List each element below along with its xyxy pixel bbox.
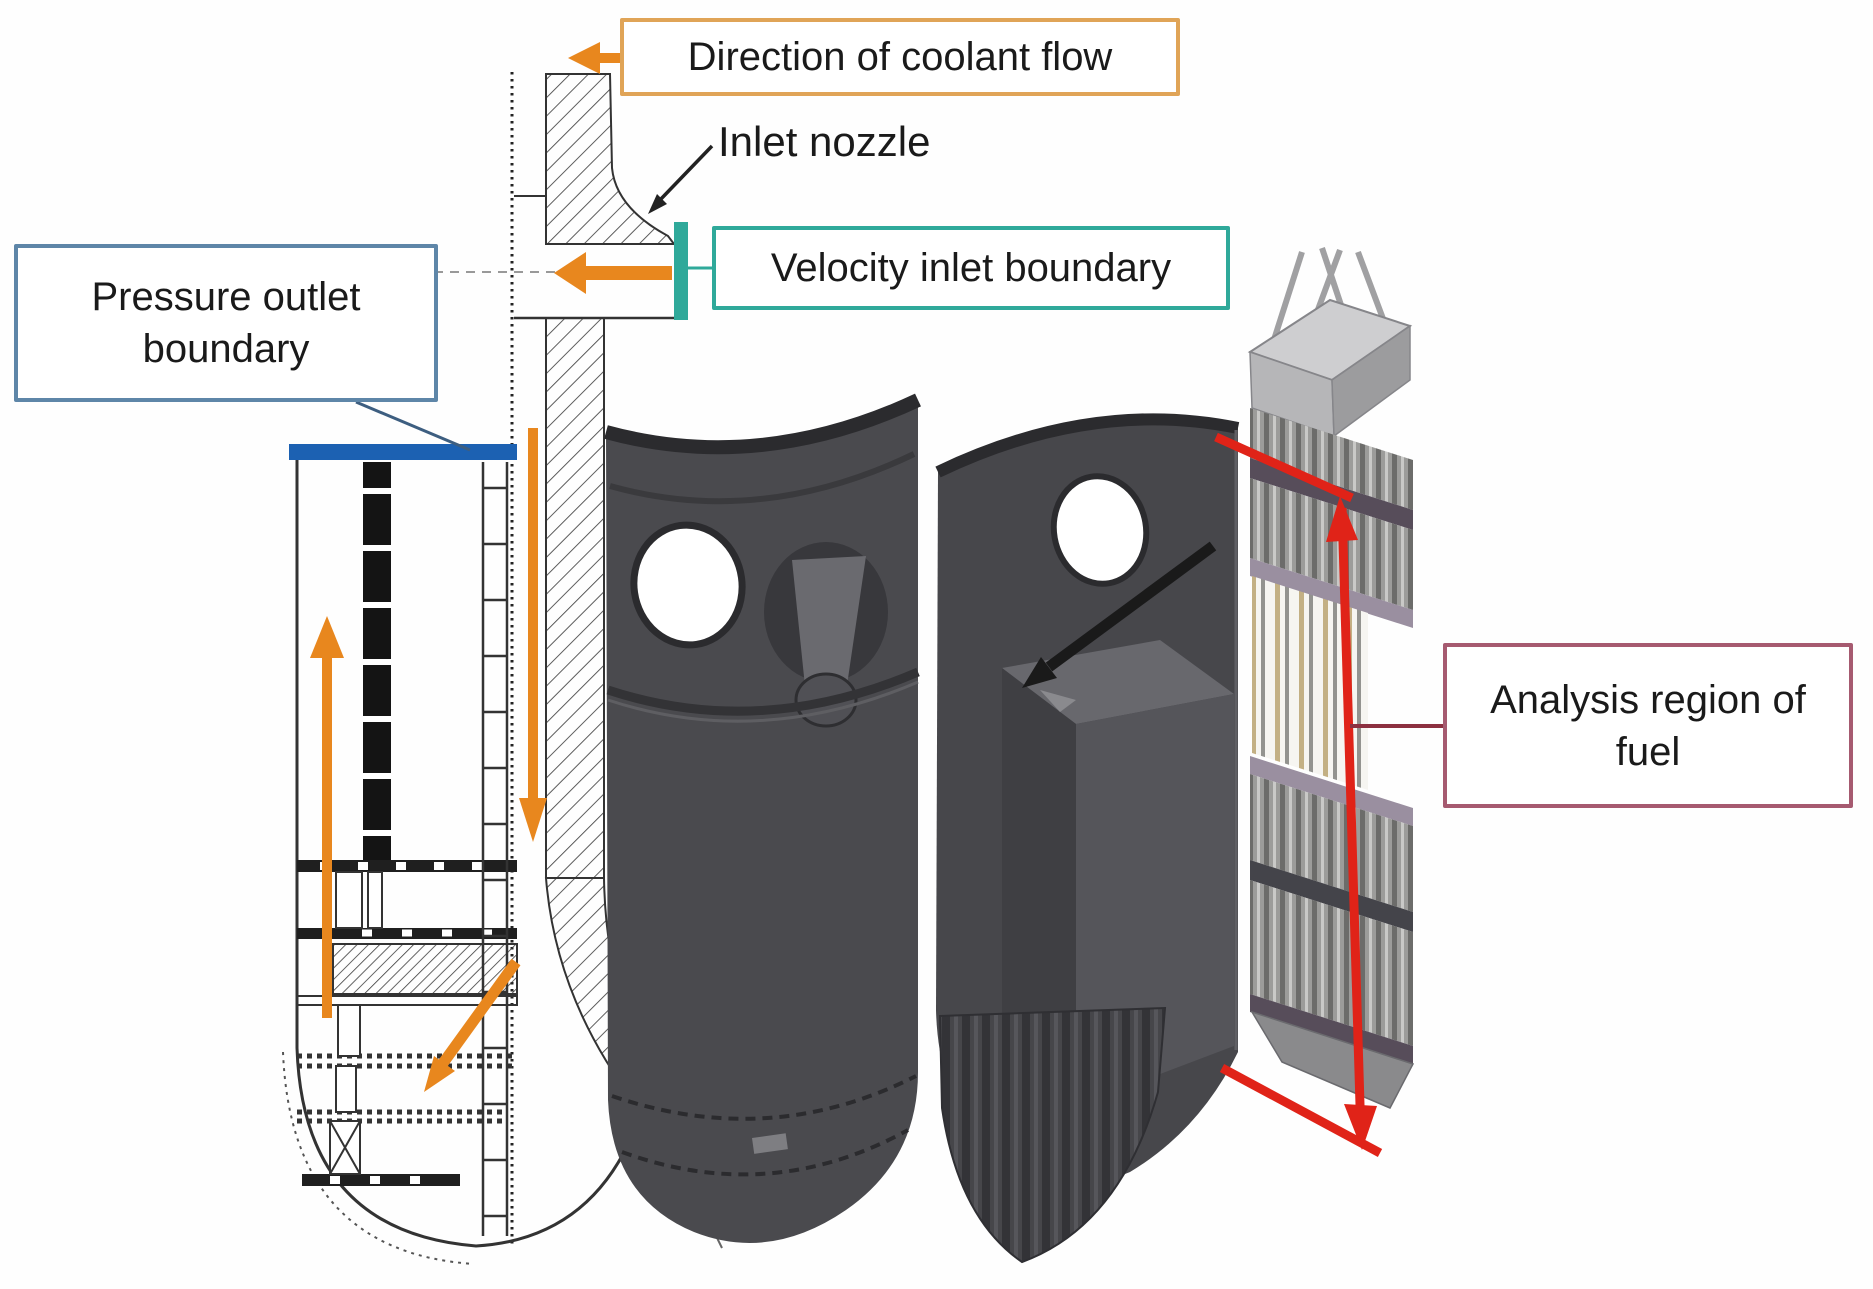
core-upflow-arrow bbox=[310, 616, 344, 1018]
pressure-outlet-boundary-callout: Pressure outlet boundary bbox=[14, 244, 438, 402]
spacer-grid bbox=[1250, 756, 1413, 826]
rod-bundle bbox=[1250, 478, 1413, 610]
head-weld-dashes-1 bbox=[611, 1074, 917, 1121]
pressure-outlet-boundary-label: Pressure outlet boundary bbox=[91, 275, 361, 371]
cutaway-model bbox=[935, 413, 1240, 1264]
perforated-plate-lower bbox=[297, 1109, 505, 1124]
pressure-outlet-marker bbox=[289, 444, 517, 460]
rod-bundle bbox=[1250, 774, 1413, 912]
inlet-flow-arrow bbox=[554, 252, 672, 294]
barrel-flange-lip bbox=[606, 667, 920, 716]
support-pedestals bbox=[329, 871, 383, 1175]
outlet-nozzle-hole bbox=[630, 521, 746, 649]
spacer-grid bbox=[1250, 994, 1413, 1064]
barrel-second-rim bbox=[609, 451, 916, 505]
cutaway-pointer-arrow bbox=[1022, 541, 1217, 688]
core-barrel-model bbox=[604, 393, 921, 1243]
baffle-ladder bbox=[481, 462, 509, 1236]
downcomer-flow-arrow bbox=[519, 428, 547, 842]
vessel-inner-boundary bbox=[295, 460, 652, 1248]
direction-of-coolant-flow-callout: Direction of coolant flow bbox=[620, 18, 1180, 96]
analysis-region-of-fuel-label: Analysis region of fuel bbox=[1490, 677, 1806, 774]
core-support-plate-hatched bbox=[332, 943, 518, 995]
exposed-fuel-pins bbox=[1252, 576, 1368, 790]
direction-of-coolant-flow-label: Direction of coolant flow bbox=[687, 35, 1113, 79]
cutaway-top-rim bbox=[935, 413, 1240, 478]
barrel-body bbox=[606, 400, 918, 1243]
coolant-flow-arrows bbox=[310, 42, 672, 1092]
spacer-grid bbox=[1250, 458, 1413, 530]
analysis-region-of-fuel-callout: Analysis region of fuel bbox=[1443, 643, 1853, 808]
analysis-extent-line bbox=[1337, 507, 1366, 1139]
direction-label-arrow bbox=[568, 42, 622, 74]
perforated-plate-upper bbox=[297, 1053, 517, 1069]
head-mark bbox=[752, 1133, 788, 1154]
analysis-arrowhead-down bbox=[1344, 1104, 1377, 1150]
analysis-top-plane-line bbox=[1214, 432, 1354, 503]
rod-bundle-upper bbox=[1250, 408, 1413, 510]
inlet-nozzle-arrow bbox=[648, 144, 714, 214]
bottom-plate bbox=[302, 1174, 460, 1186]
cutaway-nozzle-hole bbox=[1050, 473, 1150, 587]
inlet-nozzle-label: Inlet nozzle bbox=[718, 118, 931, 165]
fuel-assembly-model bbox=[1247, 247, 1415, 1109]
top-nozzle bbox=[1247, 247, 1413, 438]
rod-bundle-lower bbox=[1250, 880, 1413, 1046]
barrel-top-rim bbox=[604, 393, 921, 455]
lower-plenum-flow-arrow bbox=[424, 958, 521, 1092]
core-column-gaps bbox=[363, 488, 391, 836]
velocity-inlet-marker bbox=[674, 222, 688, 320]
vessel-outer-dotted-arc bbox=[282, 1051, 475, 1265]
thin-plate bbox=[296, 995, 518, 1006]
velocity-inlet-boundary-label: Velocity inlet boundary bbox=[770, 246, 1172, 290]
spacer-grid bbox=[1250, 558, 1413, 628]
spacer-grid bbox=[1250, 860, 1413, 932]
barrel-flange-shine bbox=[607, 680, 919, 723]
analysis-bottom-plane-line bbox=[1219, 1064, 1383, 1157]
upper-support-plate bbox=[297, 860, 517, 872]
vessel-flange-wall bbox=[545, 73, 676, 245]
cutaway-fuel-slats bbox=[938, 1006, 1167, 1264]
inlet-nozzle-cone bbox=[764, 542, 888, 728]
pressure-box-connector bbox=[355, 400, 471, 452]
analysis-region-arrow bbox=[1214, 432, 1443, 1157]
velocity-inlet-boundary-callout: Velocity inlet boundary bbox=[712, 226, 1230, 310]
head-weld-dashes-2 bbox=[621, 1128, 909, 1177]
analysis-arrowhead-up bbox=[1326, 496, 1358, 542]
vessel-wall-hatched bbox=[545, 317, 605, 879]
